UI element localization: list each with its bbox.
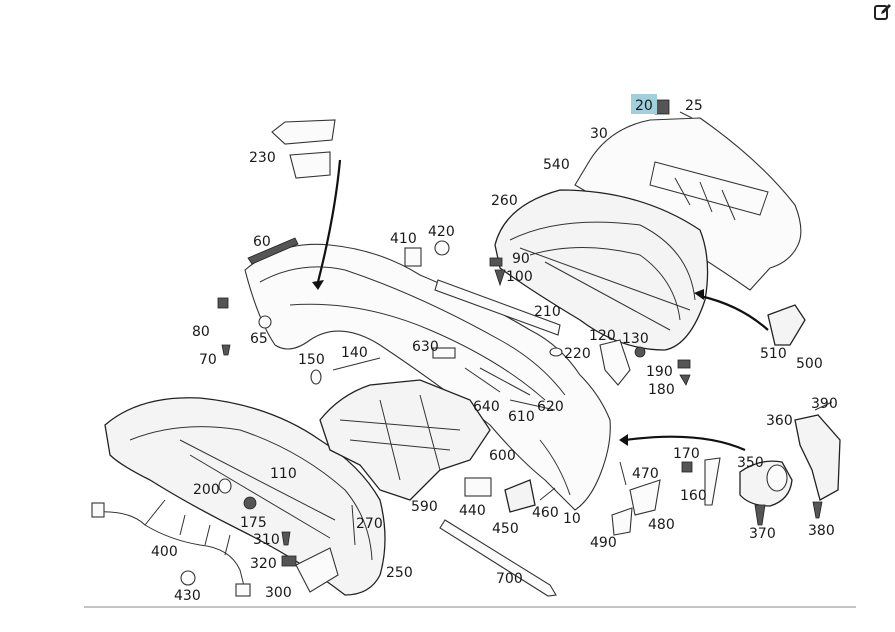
callout-360[interactable]: 360 — [766, 413, 793, 429]
callout-110[interactable]: 110 — [270, 466, 297, 482]
callout-310[interactable]: 310 — [253, 532, 280, 548]
callout-120[interactable]: 120 — [589, 328, 616, 344]
callout-200[interactable]: 200 — [193, 482, 220, 498]
callout-labels: 20 25 30 540 230 260 60 410 420 90 100 2… — [151, 98, 838, 604]
callout-300[interactable]: 300 — [265, 585, 292, 601]
callout-190[interactable]: 190 — [646, 364, 673, 380]
edit-icon — [874, 4, 891, 20]
callout-620[interactable]: 620 — [537, 399, 564, 415]
trim-230b — [289, 151, 331, 179]
impact-bracket — [319, 379, 491, 501]
callout-640[interactable]: 640 — [473, 399, 500, 415]
rail-700 — [439, 519, 557, 597]
callout-90[interactable]: 90 — [512, 251, 530, 267]
callout-130[interactable]: 130 — [622, 331, 649, 347]
arrow-350 — [624, 435, 746, 452]
callout-25[interactable]: 25 — [685, 98, 703, 114]
callout-380[interactable]: 380 — [808, 523, 835, 539]
callout-480[interactable]: 480 — [648, 517, 675, 533]
small-parts — [91, 99, 833, 597]
strip-210 — [434, 279, 561, 336]
callout-400[interactable]: 400 — [151, 544, 178, 560]
callout-450[interactable]: 450 — [492, 521, 519, 537]
exhaust-tip-350 — [739, 460, 793, 507]
callout-420[interactable]: 420 — [428, 224, 455, 240]
callout-250[interactable]: 250 — [386, 565, 413, 581]
callout-230[interactable]: 230 — [249, 150, 276, 166]
callout-590[interactable]: 590 — [411, 499, 438, 515]
callout-460[interactable]: 460 — [532, 505, 559, 521]
callout-270[interactable]: 270 — [356, 516, 383, 532]
callout-170[interactable]: 170 — [673, 446, 700, 462]
callout-470[interactable]: 470 — [632, 466, 659, 482]
bracket-510 — [767, 304, 806, 346]
highlighted-callout-box — [631, 94, 657, 114]
arrow-510 — [699, 294, 769, 331]
callout-600[interactable]: 600 — [489, 448, 516, 464]
trim-230a — [271, 119, 336, 145]
callout-390[interactable]: 390 — [811, 396, 838, 412]
callout-30[interactable]: 30 — [590, 126, 608, 142]
callout-630[interactable]: 630 — [412, 339, 439, 355]
callout-490[interactable]: 490 — [590, 535, 617, 551]
callout-150[interactable]: 150 — [298, 352, 325, 368]
callout-440[interactable]: 440 — [459, 503, 486, 519]
callout-370[interactable]: 370 — [749, 526, 776, 542]
callout-160[interactable]: 160 — [680, 488, 707, 504]
callout-430[interactable]: 430 — [174, 588, 201, 604]
callout-10[interactable]: 10 — [563, 511, 581, 527]
callout-70[interactable]: 70 — [199, 352, 217, 368]
bumper-fascia — [244, 243, 611, 511]
callout-410[interactable]: 410 — [390, 231, 417, 247]
bumper-cover-upper — [494, 189, 709, 351]
callout-610[interactable]: 610 — [508, 409, 535, 425]
callout-700[interactable]: 700 — [496, 571, 523, 587]
callout-180[interactable]: 180 — [648, 382, 675, 398]
callout-60[interactable]: 60 — [253, 234, 271, 250]
callout-65[interactable]: 65 — [250, 331, 268, 347]
callout-20[interactable]: 20 — [635, 98, 653, 114]
callout-100[interactable]: 100 — [506, 269, 533, 285]
callout-140[interactable]: 140 — [341, 345, 368, 361]
callout-260[interactable]: 260 — [491, 193, 518, 209]
bumper-lower — [104, 397, 386, 596]
callout-80[interactable]: 80 — [192, 324, 210, 340]
callout-220[interactable]: 220 — [564, 346, 591, 362]
callout-210[interactable]: 210 — [534, 304, 561, 320]
callout-175[interactable]: 175 — [240, 515, 267, 531]
callout-510[interactable]: 510 — [760, 346, 787, 362]
callout-540[interactable]: 540 — [543, 157, 570, 173]
wiring-harness — [94, 511, 246, 591]
arrow-230 — [316, 159, 342, 283]
bracket-360 — [794, 414, 841, 501]
callout-320[interactable]: 320 — [250, 556, 277, 572]
edit-button[interactable] — [873, 2, 893, 22]
callout-350[interactable]: 350 — [737, 455, 764, 471]
callout-500[interactable]: 500 — [796, 356, 823, 372]
